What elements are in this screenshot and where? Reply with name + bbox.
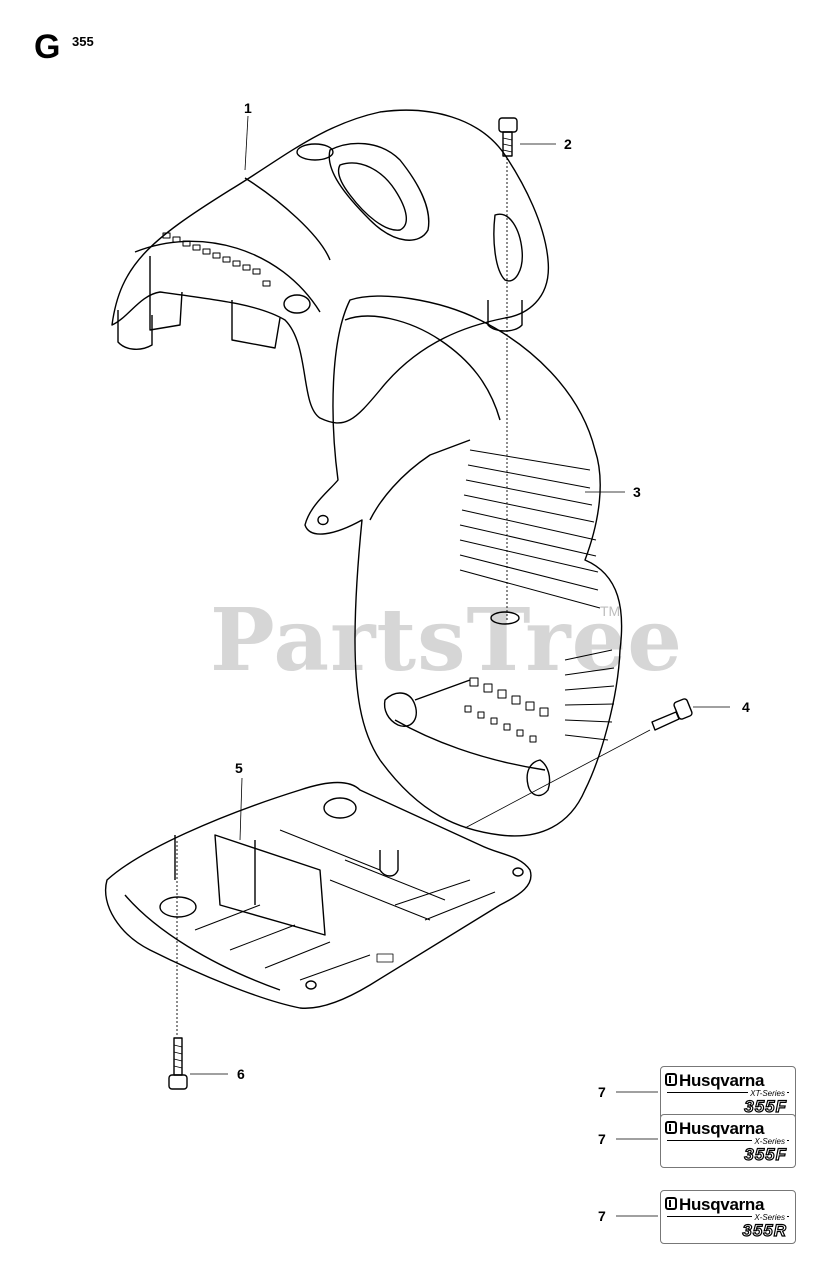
husqvarna-logo-icon <box>665 1073 677 1086</box>
part-screw-2 <box>498 117 518 157</box>
decal-series: X-Series <box>752 1137 787 1146</box>
callout-6: 6 <box>237 1066 245 1082</box>
decal-brand: Husqvarna <box>679 1071 765 1090</box>
decal-xt-series-355f: Husqvarna XT-Series 355F <box>660 1066 796 1120</box>
part-cylinder-shroud <box>304 295 623 837</box>
decal-model: 355F <box>744 1096 787 1116</box>
part-top-cover <box>111 109 550 424</box>
part-screw-6 <box>168 1037 188 1090</box>
decal-brand: Husqvarna <box>679 1119 765 1138</box>
callout-7-x-355r: 7 <box>598 1208 606 1224</box>
decal-x-series-355f: Husqvarna X-Series 355F <box>660 1114 796 1168</box>
model-number: 355 <box>72 34 94 49</box>
watermark-trademark: TM <box>600 603 621 619</box>
callout-4: 4 <box>742 699 750 715</box>
decal-divider <box>667 1216 789 1217</box>
callout-2: 2 <box>564 136 572 152</box>
part-screw-4 <box>651 698 693 731</box>
callout-3: 3 <box>633 484 641 500</box>
decal-series: XT-Series <box>748 1089 787 1098</box>
callout-1: 1 <box>244 100 252 116</box>
decal-brand: Husqvarna <box>679 1195 765 1214</box>
leader-lines <box>190 115 730 1217</box>
callout-7-x-355f: 7 <box>598 1131 606 1147</box>
callout-5: 5 <box>235 760 243 776</box>
decal-divider <box>667 1140 789 1141</box>
part-base-plate <box>104 781 532 1009</box>
decal-model: 355R <box>742 1220 787 1240</box>
husqvarna-logo-icon <box>665 1121 677 1134</box>
section-letter: G <box>34 28 61 66</box>
husqvarna-logo-icon <box>665 1197 677 1210</box>
decal-model: 355F <box>744 1144 787 1164</box>
decal-series: X-Series <box>752 1213 787 1222</box>
decal-x-series-355r: Husqvarna X-Series 355R <box>660 1190 796 1244</box>
callout-7-xt-355f: 7 <box>598 1084 606 1100</box>
decal-divider <box>667 1092 789 1093</box>
assembly-lines <box>176 158 508 1035</box>
watermark: PartsTree <box>210 590 684 691</box>
